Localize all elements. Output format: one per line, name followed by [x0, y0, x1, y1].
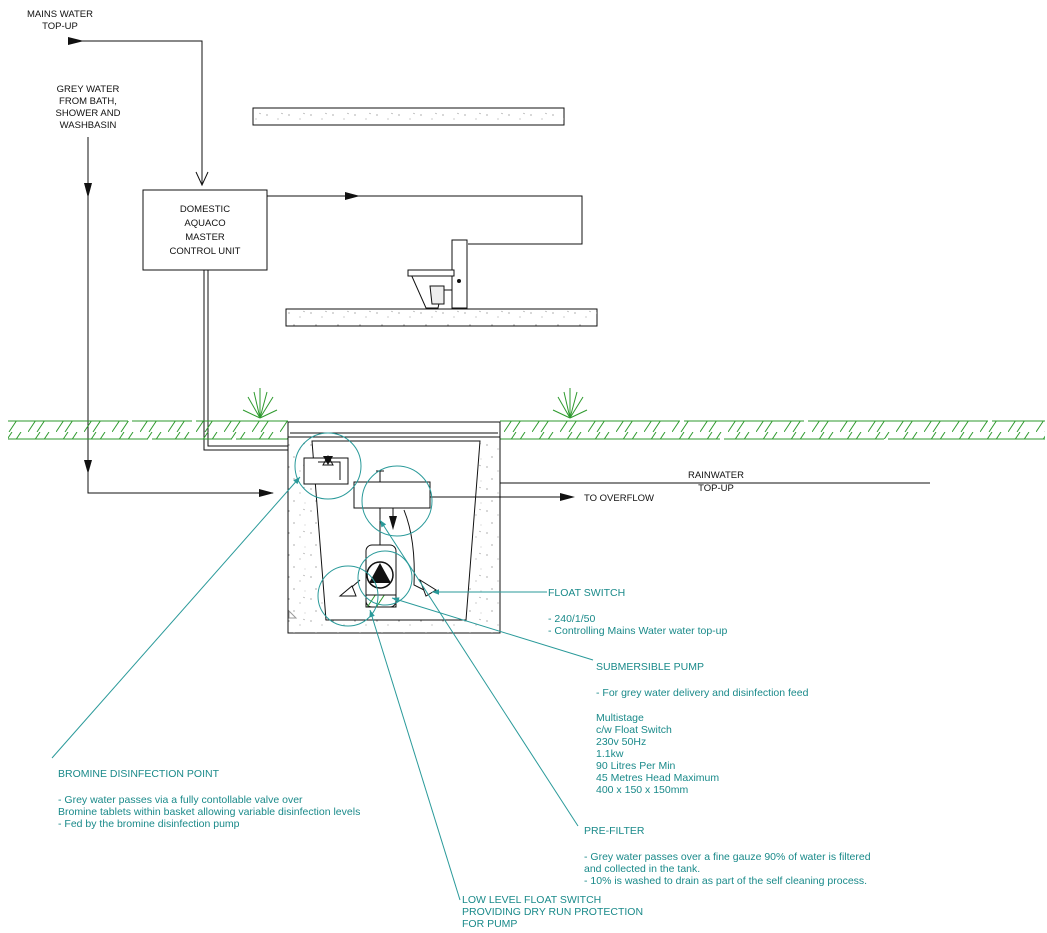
- toilet-icon: [407, 239, 468, 309]
- overflow-label: TO OVERFLOW: [584, 493, 654, 504]
- toilet-supply-pipe: [267, 195, 583, 245]
- bromine-basket-icon: [303, 454, 349, 485]
- overflow-arrow-icon: [560, 493, 575, 501]
- prefilter-line2: and collected in the tank.: [584, 863, 700, 875]
- lower-slab-texture: [286, 309, 597, 326]
- grey-down-arrow-icon: [84, 183, 92, 198]
- control-unit-line4: CONTROL UNIT: [170, 246, 241, 257]
- prefilter-line3: - 10% is washed to drain as part of the …: [584, 875, 867, 887]
- low-float-callout-circle: [317, 565, 379, 627]
- float-switch-line1: - 240/1/50: [548, 613, 595, 625]
- pump-spec-5: 90 Litres Per Min: [596, 760, 676, 772]
- float-switch-title: FLOAT SWITCH: [548, 587, 625, 599]
- control-unit-line3: MASTER: [185, 232, 225, 243]
- bromine-title: BROMINE DISINFECTION POINT: [58, 768, 220, 780]
- rainwater-line2: TOP-UP: [698, 483, 734, 494]
- grey-down-arrow2-icon: [84, 460, 92, 474]
- bromine-line1: - Grey water passes via a fully contolla…: [58, 794, 303, 806]
- pump-callout-circle: [357, 550, 413, 606]
- control-unit-line1: DOMESTIC: [180, 204, 230, 215]
- grey-inlet-arrow-icon: [259, 489, 274, 497]
- low-level-line2: PROVIDING DRY RUN PROTECTION: [462, 906, 643, 918]
- mains-arrow-icon: [68, 37, 84, 45]
- pump-leader: [391, 597, 594, 661]
- control-unit-box: [142, 189, 268, 271]
- mains-water-label: MAINS WATER TOP-UP: [27, 9, 93, 32]
- mains-water-line1: MAINS WATER: [27, 9, 93, 20]
- low-level-line1: LOW LEVEL FLOAT SWITCH: [462, 894, 601, 906]
- toilet-supply-arrow-icon: [345, 192, 360, 200]
- mains-down-arrow-icon: [195, 171, 209, 187]
- pump-line1: - For grey water delivery and disinfecti…: [596, 687, 809, 699]
- ground-left: [8, 421, 288, 439]
- float-switch-line2: - Controlling Mains Water water top-up: [548, 625, 728, 637]
- grass-tuft-left-icon: [242, 388, 278, 419]
- pump-spec-2: c/w Float Switch: [596, 724, 672, 736]
- pump-spec-6: 45 Metres Head Maximum: [596, 772, 719, 784]
- rainwater-line1: RAINWATER: [688, 470, 744, 481]
- grass-tuft-right-icon: [552, 388, 588, 419]
- bromine-leader: [51, 476, 301, 759]
- control-outlet-pipe-1: [203, 270, 327, 451]
- grey-water-label: GREY WATER FROM BATH, SHOWER AND WASHBAS…: [56, 84, 121, 131]
- ground-right: [500, 421, 1045, 439]
- mains-water-pipe: [68, 40, 203, 185]
- tank-lid: [287, 421, 501, 438]
- filter-down-arrow-icon: [389, 516, 397, 530]
- bromine-line2: Bromine tablets within basket allowing v…: [58, 806, 360, 818]
- pump-spec-7: 400 x 150 x 150mm: [596, 784, 688, 796]
- pump-title: SUBMERSIBLE PUMP: [596, 661, 704, 673]
- control-unit-line2: AQUACO: [184, 218, 225, 229]
- submersible-pump-icon: [338, 508, 437, 608]
- low-level-line3: FOR PUMP: [462, 918, 517, 930]
- grey-water-line4: WASHBASIN: [60, 120, 117, 131]
- pump-spec-4: 1.1kw: [596, 748, 624, 760]
- pump-spec-3: 230v 50Hz: [596, 736, 646, 748]
- grey-water-line2: FROM BATH,: [59, 96, 117, 107]
- upper-slab-texture: [253, 108, 564, 125]
- mains-water-line2: TOP-UP: [42, 21, 78, 32]
- bromine-callout-circle: [294, 432, 362, 500]
- grey-water-line1: GREY WATER: [57, 84, 120, 95]
- prefilter-leader: [379, 519, 579, 827]
- control-outlet-pipe-2: [207, 270, 323, 447]
- bromine-line3: - Fed by the bromine disinfection pump: [58, 818, 240, 830]
- grey-water-line3: SHOWER AND: [56, 108, 121, 119]
- prefilter-box: [353, 481, 431, 509]
- grey-water-pipe: [87, 137, 273, 494]
- prefilter-title: PRE-FILTER: [584, 825, 645, 837]
- prefilter-line1: - Grey water passes over a fine gauze 90…: [584, 851, 871, 863]
- low-level-leader: [369, 609, 461, 901]
- pump-spec-1: Multistage: [596, 712, 644, 724]
- prefilter-callout-circle: [361, 465, 433, 537]
